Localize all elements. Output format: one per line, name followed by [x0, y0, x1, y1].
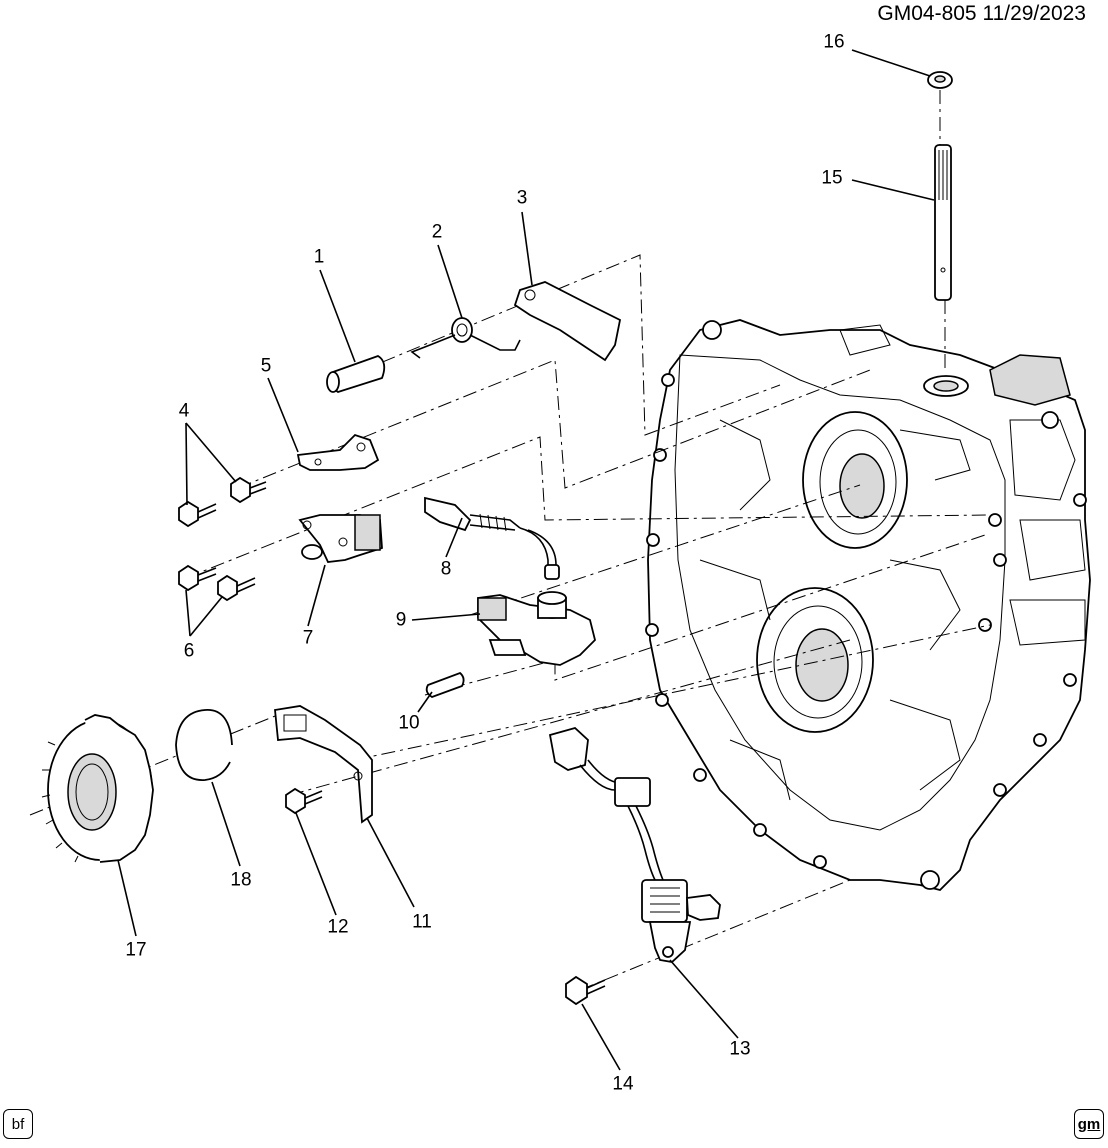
callout-18: 18 — [230, 869, 252, 891]
callout-7: 7 — [302, 627, 314, 649]
part-18-snap-ring — [175, 709, 233, 781]
document-id: GM04-805 11/29/2023 — [877, 2, 1086, 25]
part-8-cable — [424, 496, 560, 580]
part-3-lever — [513, 281, 622, 362]
part-10-pin — [425, 671, 465, 698]
part-4-bolt-upper — [230, 476, 267, 504]
callout-4: 4 — [178, 400, 190, 422]
leader-lines — [117, 49, 935, 1071]
alignment-lines — [29, 90, 991, 991]
callout-17: 17 — [125, 939, 147, 961]
gm-logo-badge: gm — [1074, 1109, 1104, 1139]
callout-11: 11 — [412, 911, 432, 933]
part-4-bolt-lower — [178, 500, 217, 528]
callout-9: 9 — [395, 609, 407, 631]
callout-16: 16 — [823, 31, 845, 53]
callout-5: 5 — [260, 355, 272, 377]
part-14-bolt — [565, 975, 606, 1006]
callout-2: 2 — [431, 221, 443, 243]
part-6-bolt-lower — [217, 574, 256, 602]
part-12-bolt — [285, 787, 323, 815]
callout-3: 3 — [516, 187, 528, 209]
callout-6: 6 — [183, 640, 195, 662]
callout-14: 14 — [612, 1073, 634, 1095]
callout-15: 15 — [821, 167, 843, 189]
part-5-bracket — [296, 433, 380, 471]
part-1-pin — [326, 355, 386, 393]
callout-8: 8 — [440, 558, 452, 580]
part-17-gear — [41, 714, 154, 863]
part-9-selector — [477, 591, 596, 666]
callout-12: 12 — [327, 916, 349, 938]
part-6-bolt-upper — [178, 564, 217, 592]
part-2-spring — [410, 317, 521, 359]
part-15-shaft — [934, 144, 952, 301]
callout-1: 1 — [313, 246, 325, 268]
transmission-case — [645, 319, 1091, 891]
callout-13: 13 — [729, 1038, 751, 1060]
part-16-seal — [927, 71, 953, 89]
bf-badge: bf — [3, 1109, 33, 1139]
part-7-sensor — [298, 514, 383, 563]
callout-10: 10 — [398, 712, 420, 734]
part-13-wiring-harness — [548, 726, 721, 963]
